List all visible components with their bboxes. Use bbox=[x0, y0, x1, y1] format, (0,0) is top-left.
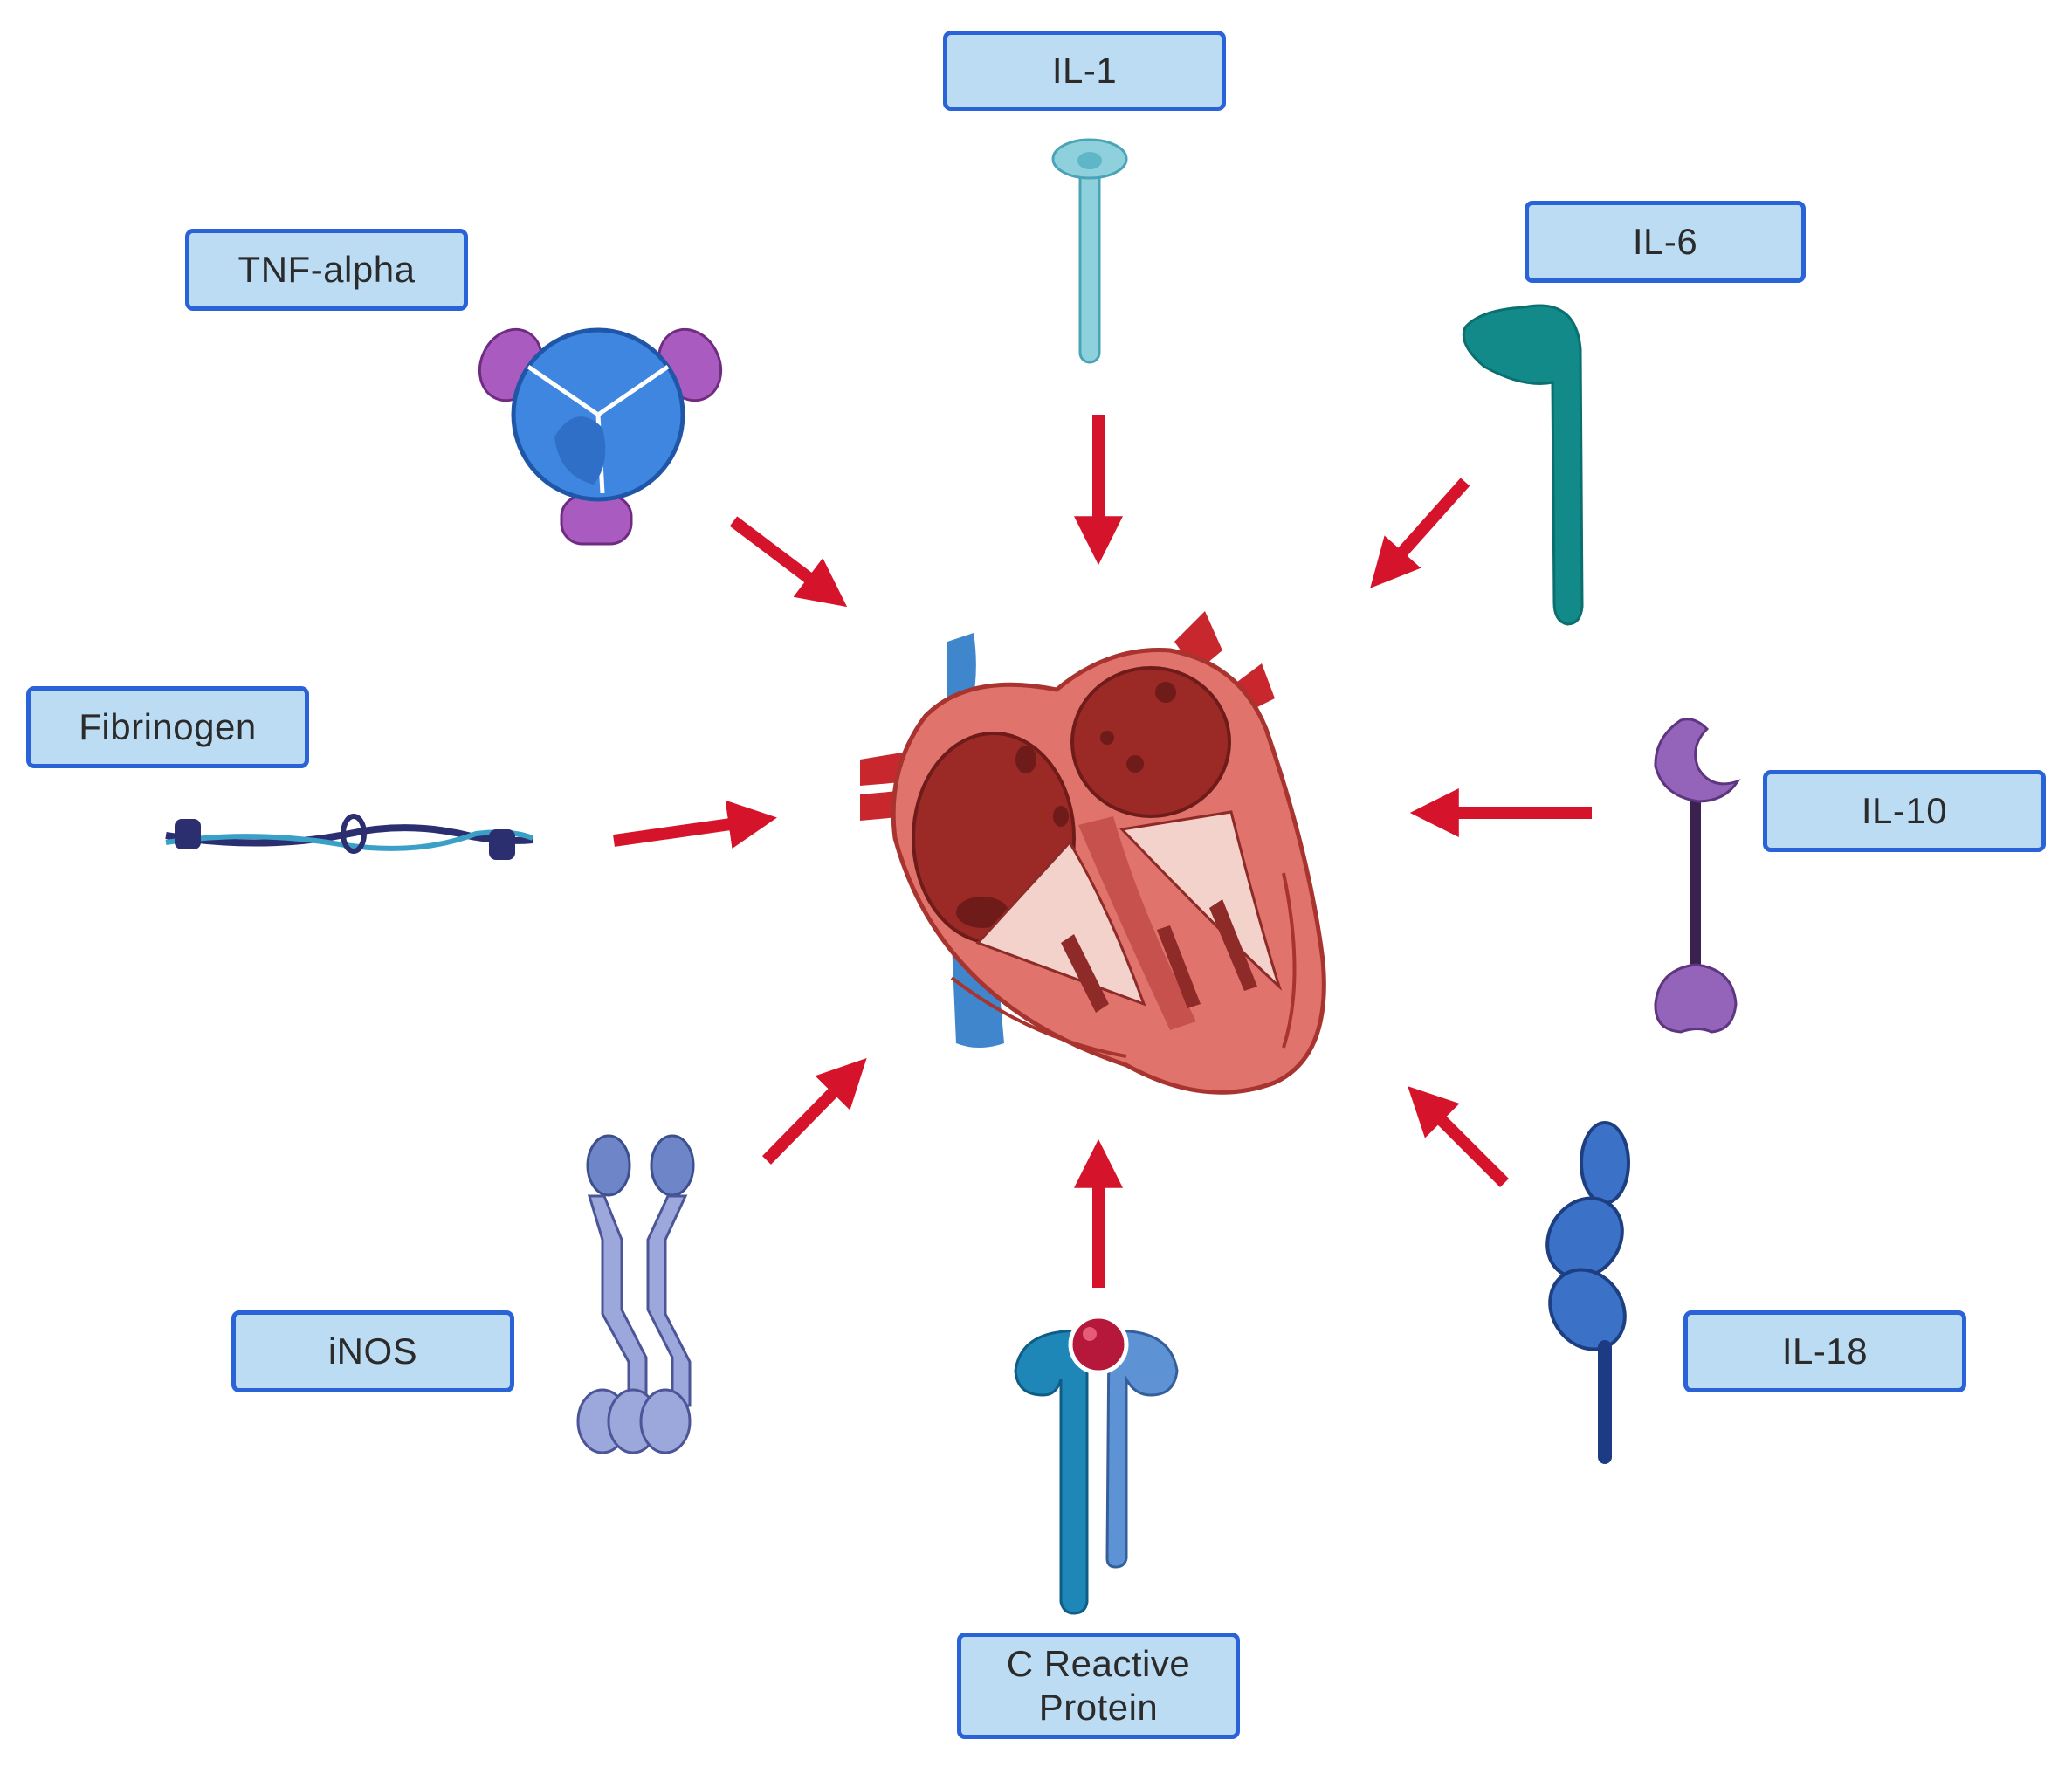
arrow-from-il6 bbox=[1370, 478, 1470, 588]
inos-molecule bbox=[576, 1134, 695, 1454]
arrow-from-tnf bbox=[729, 516, 848, 608]
crp-right-arm bbox=[1105, 1330, 1179, 1569]
right-atrium bbox=[1070, 666, 1231, 818]
crp-ligand bbox=[1068, 1314, 1129, 1375]
il1-head-center bbox=[1077, 152, 1102, 169]
label-il18: IL-18 bbox=[1683, 1310, 1966, 1392]
inos-strand-left bbox=[587, 1194, 648, 1407]
label-il6-text: IL-6 bbox=[1632, 220, 1698, 262]
right-atrium-spot-2 bbox=[1126, 755, 1144, 773]
label-il10-text: IL-10 bbox=[1861, 789, 1948, 831]
fibrinogen-end-left bbox=[175, 819, 201, 849]
label-inos: iNOS bbox=[231, 1310, 514, 1392]
il18-tail bbox=[1598, 1340, 1612, 1464]
fibrinogen-end-right bbox=[489, 829, 515, 860]
crp-left-arm bbox=[1014, 1330, 1089, 1615]
crp-molecule bbox=[1014, 1314, 1179, 1615]
label-il10: IL-10 bbox=[1763, 770, 2046, 852]
label-il1-text: IL-1 bbox=[1051, 49, 1118, 91]
il1-stalk bbox=[1078, 164, 1101, 364]
arrows bbox=[613, 415, 1592, 1288]
arrow-from-il18 bbox=[1408, 1086, 1509, 1187]
label-tnf-alpha-text: TNF-alpha bbox=[237, 248, 416, 290]
papillary-1 bbox=[1061, 934, 1109, 1013]
label-tnf-alpha: TNF-alpha bbox=[185, 229, 468, 311]
arrow-from-inos bbox=[762, 1058, 867, 1165]
il10-crescent bbox=[1654, 718, 1741, 803]
il10-stalk bbox=[1690, 786, 1701, 982]
label-fibrinogen-text: Fibrinogen bbox=[79, 705, 257, 747]
crp-ligand-highlight bbox=[1083, 1327, 1097, 1341]
ventricle-wall bbox=[1282, 872, 1297, 1049]
inos-head-left bbox=[586, 1134, 631, 1197]
label-crp-text: C Reactive Protein bbox=[1007, 1642, 1190, 1730]
label-crp-line2: Protein bbox=[1038, 1687, 1159, 1728]
il18-molecule bbox=[1545, 1121, 1630, 1464]
heart-illustration bbox=[860, 611, 1326, 1095]
il18-bead-3 bbox=[1548, 1268, 1627, 1351]
label-inos-text: iNOS bbox=[327, 1330, 418, 1372]
label-fibrinogen: Fibrinogen bbox=[26, 686, 309, 768]
fibrinogen-molecule bbox=[165, 814, 534, 860]
il10-molecule bbox=[1654, 718, 1741, 1034]
inos-foot-3 bbox=[639, 1388, 692, 1454]
il18-bead-1 bbox=[1580, 1121, 1630, 1205]
label-crp: C Reactive Protein bbox=[957, 1633, 1240, 1739]
il6-hook bbox=[1462, 304, 1584, 626]
papillary-3 bbox=[1157, 925, 1201, 1008]
tnf-molecule bbox=[478, 327, 723, 546]
right-atrium-spot-1 bbox=[1155, 682, 1176, 703]
tnf-lobe-bottom bbox=[560, 494, 633, 546]
tnf-core-shade bbox=[554, 416, 606, 485]
label-il1: IL-1 bbox=[943, 31, 1226, 111]
valve-left bbox=[975, 840, 1146, 1007]
il18-bead-2 bbox=[1545, 1196, 1624, 1280]
fibrinogen-knot bbox=[341, 814, 367, 854]
papillary-2 bbox=[1209, 899, 1257, 991]
inos-strand-right bbox=[646, 1194, 692, 1407]
septum bbox=[1078, 816, 1196, 1030]
right-atrium-spot-3 bbox=[1100, 731, 1114, 745]
atrium-spot-2 bbox=[1053, 806, 1069, 827]
il6-molecule bbox=[1462, 304, 1584, 626]
label-il6: IL-6 bbox=[1525, 201, 1806, 283]
inos-head-right bbox=[650, 1134, 695, 1197]
atrium-spot-3 bbox=[956, 897, 1008, 928]
il10-base bbox=[1654, 963, 1738, 1034]
il1-molecule bbox=[1051, 138, 1128, 364]
ventricle-wall-2 bbox=[950, 976, 1127, 1058]
label-il18-text: IL-18 bbox=[1781, 1330, 1869, 1372]
atrium-spot-1 bbox=[1015, 746, 1036, 773]
label-crp-line1: C Reactive bbox=[1006, 1642, 1191, 1684]
arrow-from-fibrinogen bbox=[613, 800, 777, 849]
